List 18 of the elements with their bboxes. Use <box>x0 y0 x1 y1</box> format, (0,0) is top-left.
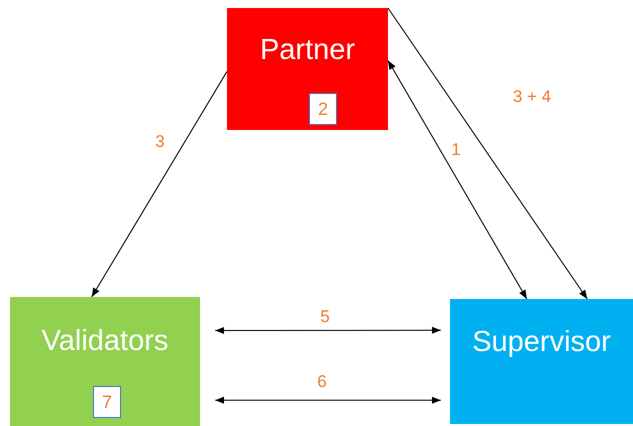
supervisor-box <box>450 299 633 424</box>
arrow <box>214 396 442 404</box>
arrow <box>214 326 442 334</box>
node-label: Partner <box>258 34 356 67</box>
partner-box <box>227 8 388 130</box>
edge-label: 6 <box>317 372 327 392</box>
edge-label: 3 + 4 <box>512 87 552 107</box>
edge-label: 1 <box>451 140 461 160</box>
arrow <box>388 60 528 300</box>
arrow <box>91 70 228 298</box>
number-box: 2 <box>309 93 337 125</box>
number-box: 7 <box>93 386 121 418</box>
node-label: Supervisor <box>471 326 612 359</box>
edge-label: 3 <box>155 132 165 152</box>
validators-box <box>10 297 200 426</box>
edge-label: 5 <box>320 307 330 327</box>
node-label: Validators <box>40 325 170 358</box>
arrow <box>388 8 588 300</box>
